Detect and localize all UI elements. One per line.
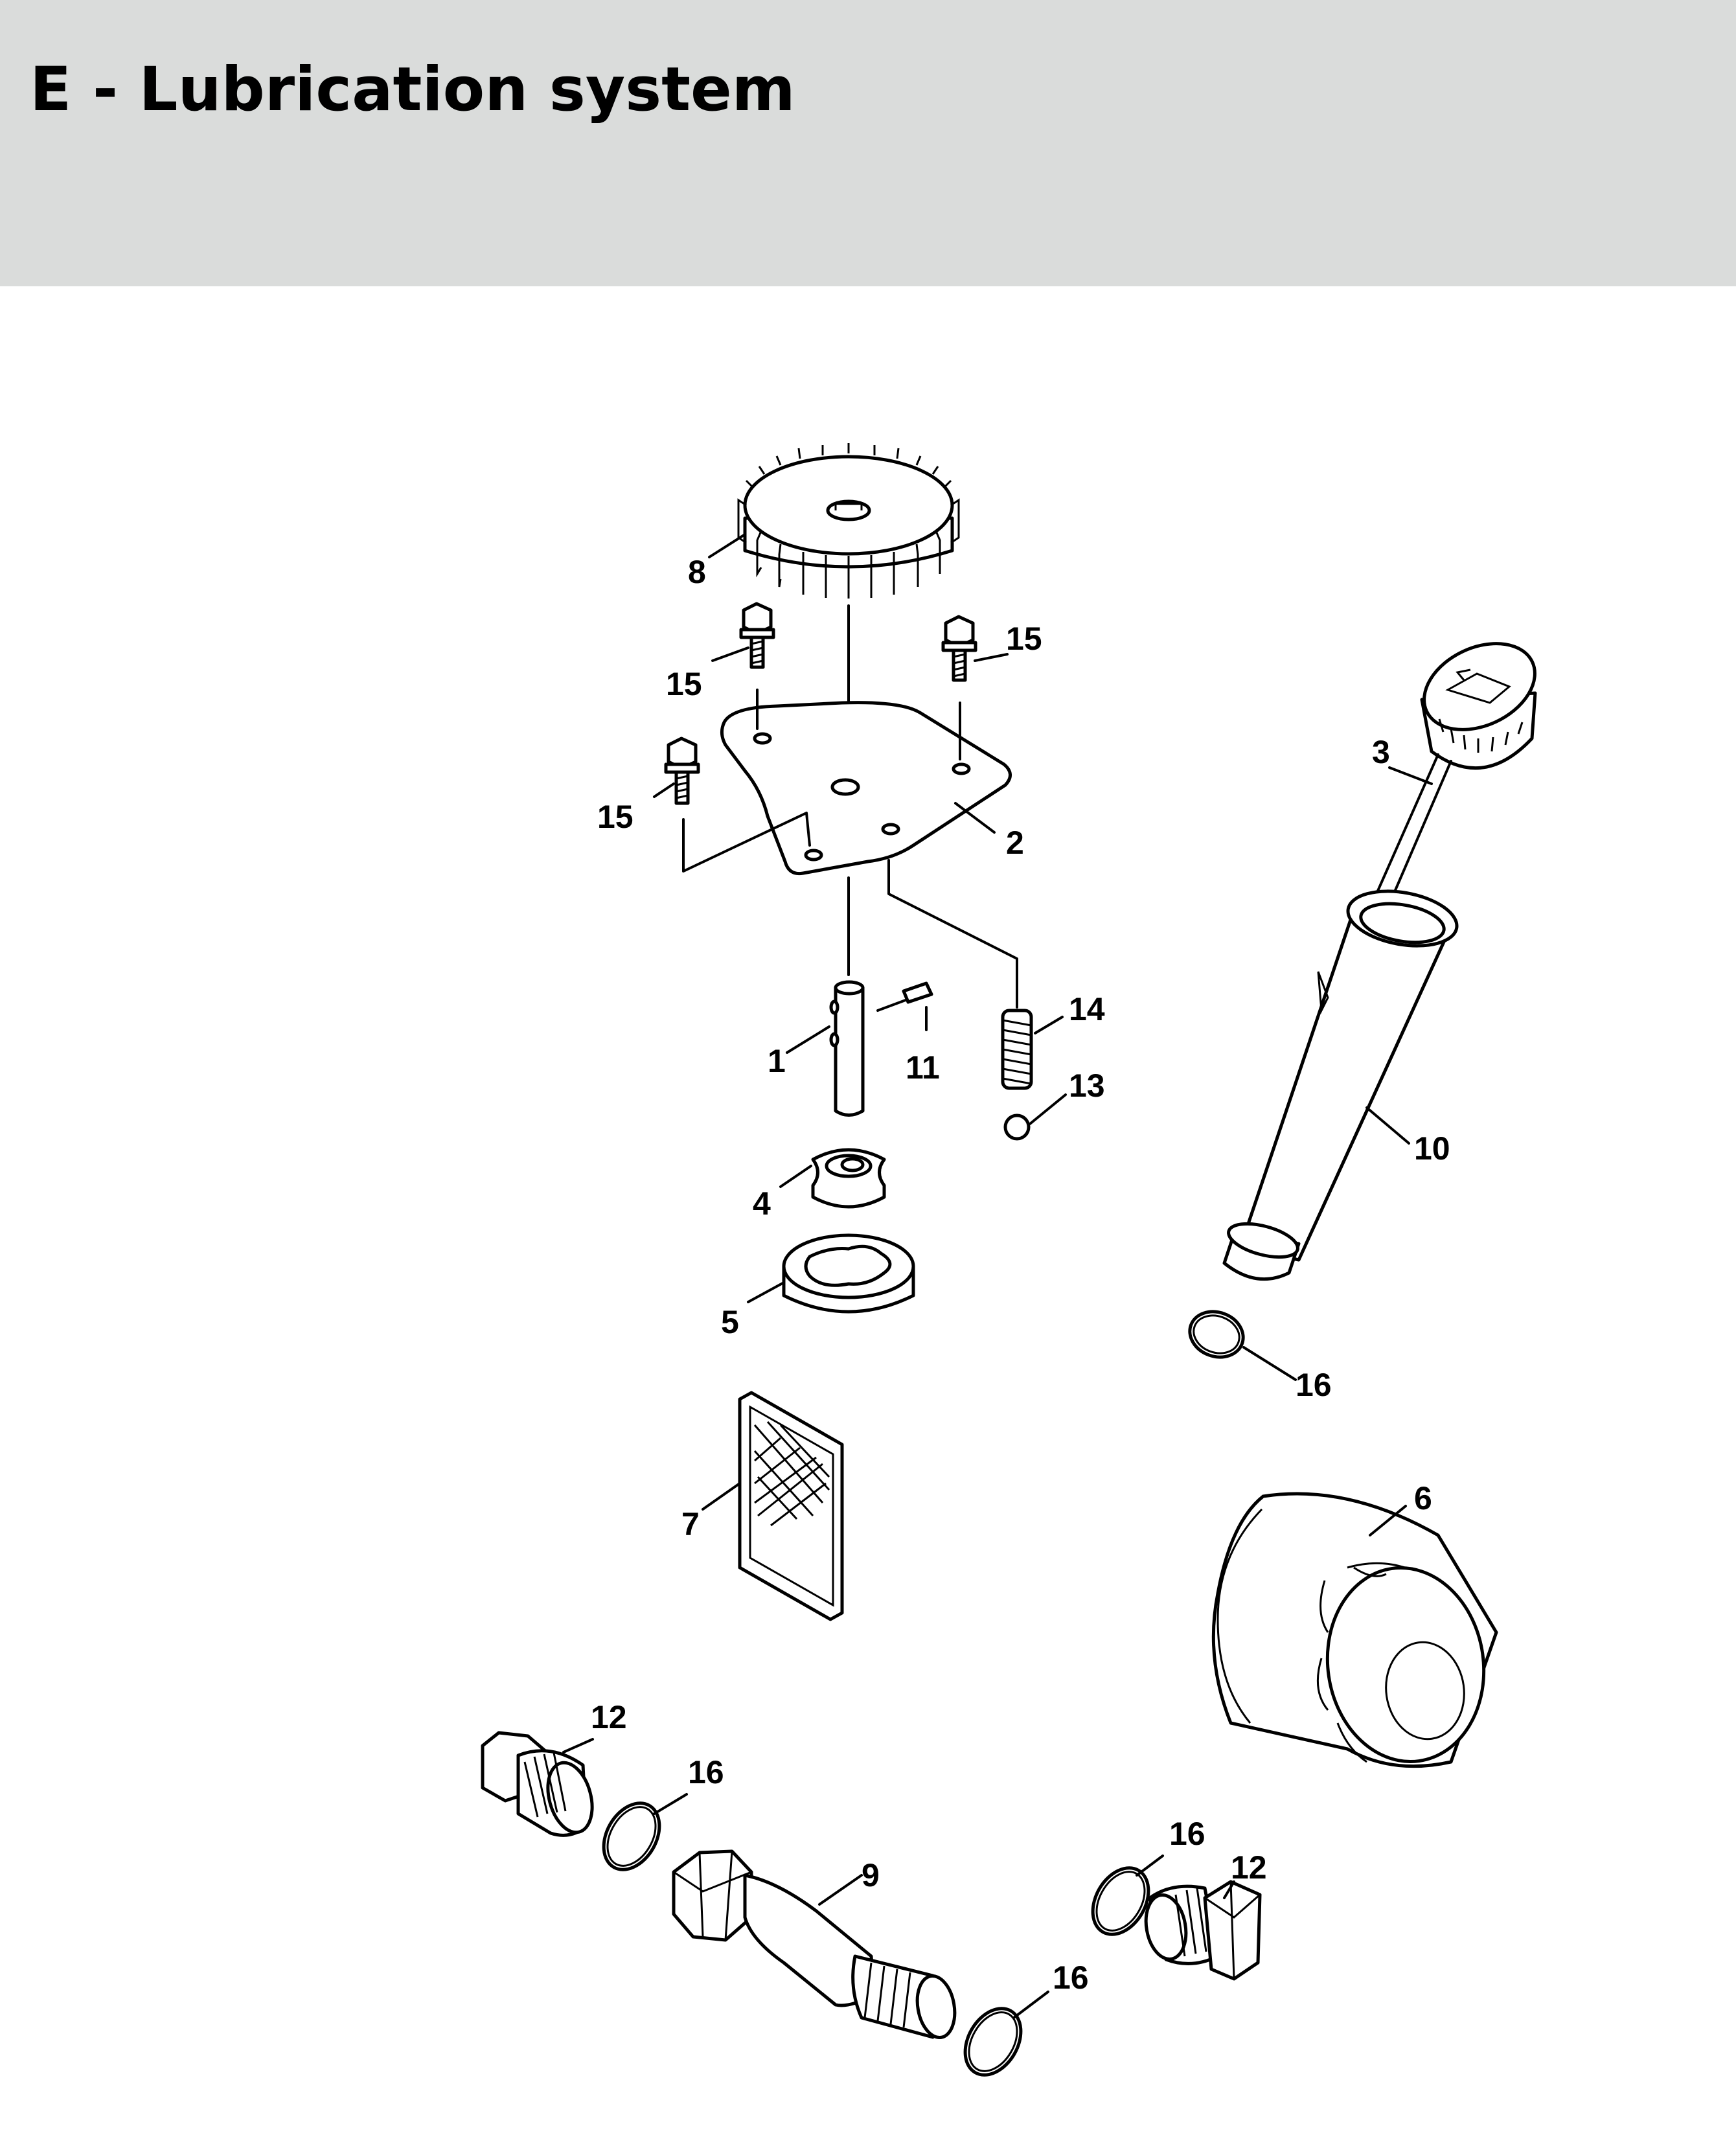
- callout-13: 13: [1069, 1068, 1105, 1104]
- callout-15: 15: [597, 799, 634, 835]
- part-16-oring-d: [963, 2007, 1023, 2077]
- callout-8: 8: [688, 554, 706, 590]
- part-9-tube: [672, 1849, 957, 2040]
- part-14-spring: [1001, 1009, 1033, 1090]
- leader-line: [682, 812, 811, 873]
- part-15-bolt-b: [941, 615, 977, 682]
- callout-16: 16: [1053, 1959, 1089, 1996]
- page-title: E - Lubrication system: [30, 54, 795, 125]
- callout-7: 7: [681, 1506, 700, 1542]
- part-4-inner-rotor: [811, 1148, 886, 1209]
- callout-leaders: [562, 533, 1433, 2019]
- part-11-pin: [902, 981, 933, 1004]
- part-5-outer-rotor: [782, 1233, 915, 1314]
- callout-2: 2: [1006, 825, 1024, 861]
- callout-1: 1: [768, 1043, 786, 1079]
- part-16-oring-b: [602, 1801, 661, 1871]
- part-12-plug-right: [1144, 1880, 1262, 1981]
- callout-3: 3: [1372, 734, 1390, 770]
- part-3-dipstick: [1362, 642, 1537, 928]
- callout-11: 11: [906, 1049, 940, 1086]
- callout-15: 15: [1006, 621, 1042, 657]
- callout-16: 16: [1296, 1367, 1332, 1403]
- callout-9: 9: [862, 1857, 880, 1893]
- part-2-plate: [720, 701, 1012, 876]
- leader-line: [887, 859, 1018, 1009]
- part-8-gear: [737, 443, 960, 599]
- leader-line: [876, 999, 907, 1012]
- callout-16: 16: [1169, 1816, 1205, 1852]
- part-16-oring-c: [1091, 1866, 1150, 1936]
- callout-12: 12: [1231, 1849, 1267, 1886]
- part-16-oring-a: [1188, 1310, 1245, 1359]
- part-15-bolt-a: [739, 602, 775, 669]
- part-13-ball: [1003, 1113, 1031, 1141]
- callout-15: 15: [666, 666, 702, 702]
- callout-14: 14: [1069, 991, 1105, 1027]
- part-7-strainer: [738, 1391, 844, 1621]
- callout-4: 4: [753, 1185, 771, 1222]
- callout-5: 5: [721, 1304, 739, 1340]
- part-1-shaft: [829, 980, 865, 1117]
- part-6-oil-filter: [1211, 1492, 1498, 1768]
- callout-12: 12: [591, 1699, 627, 1735]
- part-15-bolt-c: [664, 736, 700, 805]
- callout-6: 6: [1414, 1480, 1432, 1516]
- part-12-plug-left: [481, 1731, 594, 1837]
- header-bar: E - Lubrication system: [0, 0, 1736, 286]
- part-10-filler-tube: [1222, 889, 1459, 1281]
- callout-16: 16: [688, 1754, 724, 1790]
- callout-10: 10: [1414, 1130, 1450, 1167]
